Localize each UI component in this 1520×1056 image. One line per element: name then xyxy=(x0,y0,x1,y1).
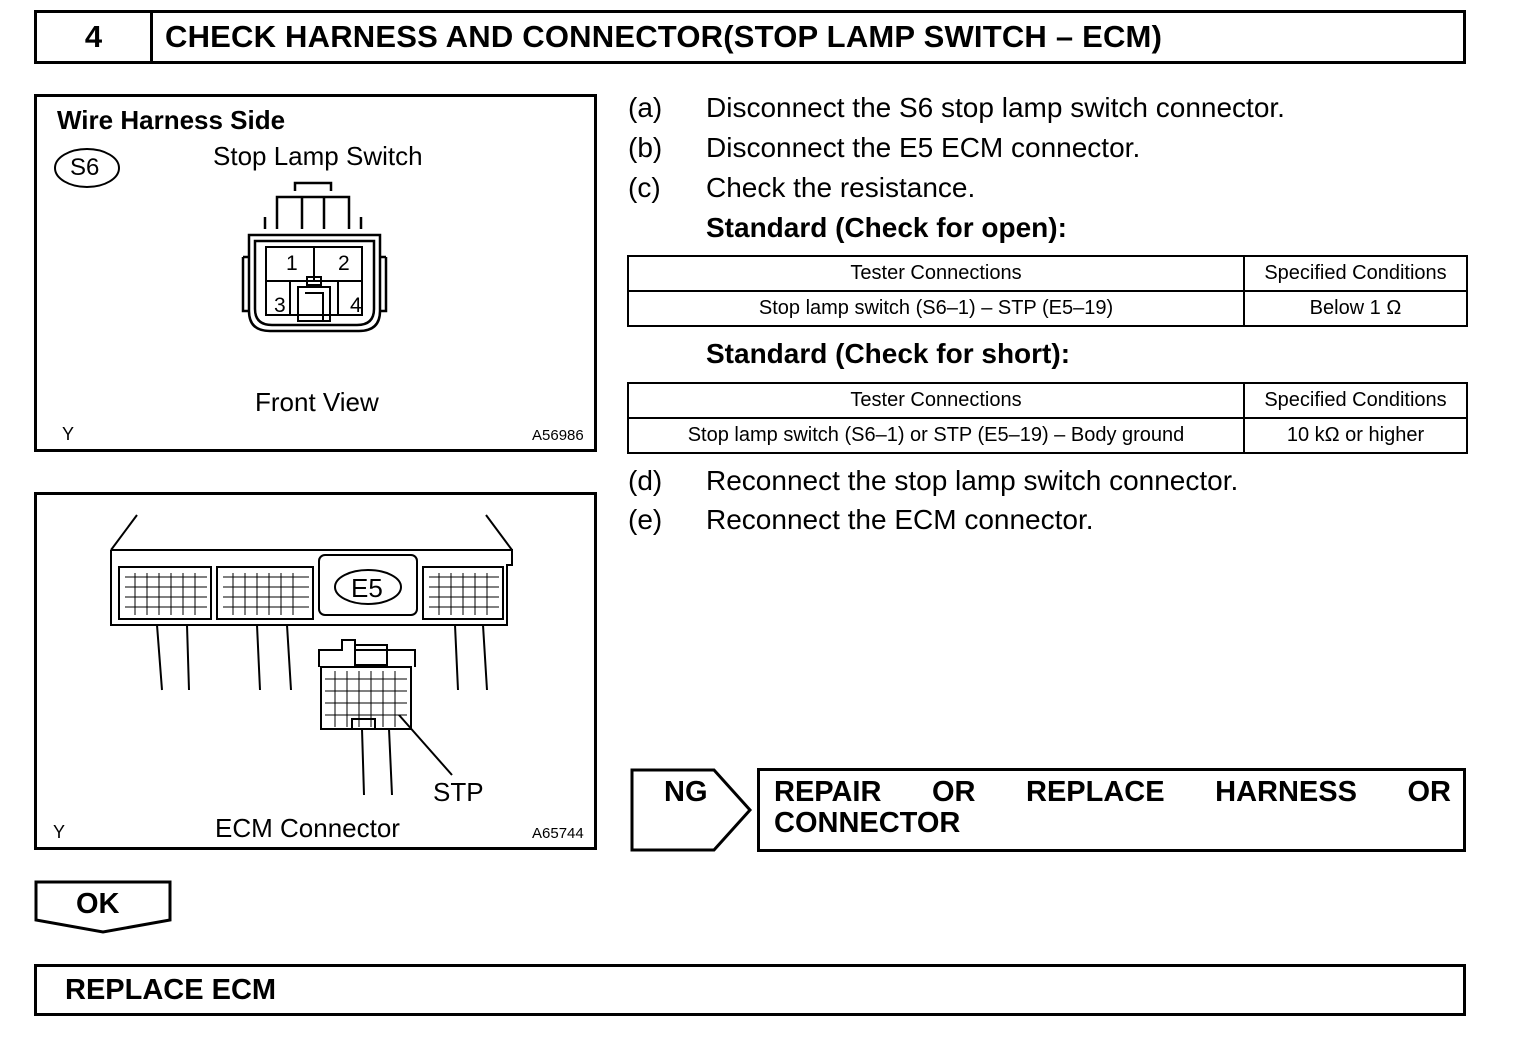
table-row: Stop lamp switch (S6–1) – STP (E5–19) Be… xyxy=(627,290,1468,327)
step-c-text: Check the resistance. xyxy=(706,172,976,203)
step-a: (a) Disconnect the S6 stop lamp switch co… xyxy=(628,92,1285,124)
ecm-connector-caption: ECM Connector xyxy=(215,813,400,843)
table-header-row: Tester Connections Specified Conditions xyxy=(627,382,1468,419)
step-header: 4 CHECK HARNESS AND CONNECTOR(STOP LAMP … xyxy=(34,10,1466,64)
front-view-label: Front View xyxy=(255,387,379,417)
stop-lamp-switch-figure: Wire Harness Side S6 Stop Lamp Switch 1 … xyxy=(34,94,597,452)
table-row: Stop lamp switch (S6–1) or STP (E5–19) –… xyxy=(627,417,1468,454)
table-header-cell: Tester Connections xyxy=(627,255,1245,292)
step-b-label: (b) xyxy=(628,132,663,163)
table-header-cell: Specified Conditions xyxy=(1243,255,1468,292)
table-header-row: Tester Connections Specified Conditions xyxy=(627,255,1468,292)
ng-result-line1: REPAIR OR REPLACE HARNESS OR xyxy=(774,777,1451,808)
stop-lamp-switch-connector-drawing xyxy=(54,148,388,333)
ng-label: NG xyxy=(664,776,708,808)
ng-word: OR xyxy=(931,776,976,808)
step-a-label: (a) xyxy=(628,92,663,123)
ng-word: REPAIR xyxy=(774,776,882,808)
table-cell: Below 1 Ω xyxy=(1243,290,1468,327)
ng-result-line2: CONNECTOR xyxy=(774,807,961,839)
stp-pin-label: STP xyxy=(433,777,484,807)
standard-open-heading: Standard (Check for open): xyxy=(706,212,1067,243)
standard-short-heading: Standard (Check for short): xyxy=(706,338,1071,369)
wire-harness-side-label: Wire Harness Side xyxy=(57,105,286,135)
pin-4-label: 4 xyxy=(350,294,362,317)
pin-1-label: 1 xyxy=(286,252,298,275)
step-e-label: (e) xyxy=(628,504,663,535)
e5-badge: E5 xyxy=(351,573,383,603)
step-number: 4 xyxy=(37,13,153,61)
ng-word: REPLACE xyxy=(1026,776,1165,808)
step-c-label: (c) xyxy=(628,172,661,203)
ng-arrow-shape xyxy=(630,768,753,852)
ok-label: OK xyxy=(76,888,120,920)
figure1-corner-mark: Y xyxy=(62,424,75,444)
step-a-text: Disconnect the S6 stop lamp switch conne… xyxy=(706,92,1285,123)
standard-short-table: Tester Connections Specified Conditions … xyxy=(627,382,1468,454)
stop-lamp-switch-label: Stop Lamp Switch xyxy=(213,141,423,171)
figure2-code: A65744 xyxy=(532,825,584,842)
ng-word: HARNESS xyxy=(1215,776,1357,808)
table-cell: Stop lamp switch (S6–1) – STP (E5–19) xyxy=(627,290,1245,327)
step-d-text: Reconnect the stop lamp switch connector… xyxy=(706,465,1239,496)
s6-badge: S6 xyxy=(70,154,100,181)
standard-open-table: Tester Connections Specified Conditions … xyxy=(627,255,1468,327)
table-cell: Stop lamp switch (S6–1) or STP (E5–19) –… xyxy=(627,417,1245,454)
figure2-corner-mark: Y xyxy=(53,822,66,842)
figure1-code: A56986 xyxy=(532,427,584,444)
ecm-connector-drawing xyxy=(110,514,513,796)
final-action-text: REPLACE ECM xyxy=(65,973,277,1006)
step-title: CHECK HARNESS AND CONNECTOR(STOP LAMP SW… xyxy=(165,19,1163,54)
pin-2-label: 2 xyxy=(338,252,350,275)
ng-arrow: NG xyxy=(630,768,754,852)
ok-arrow-shape xyxy=(34,880,172,934)
ok-arrow: OK xyxy=(34,880,172,936)
table-header-cell: Specified Conditions xyxy=(1243,382,1468,419)
s6-badge-outline xyxy=(54,148,120,188)
step-e-text: Reconnect the ECM connector. xyxy=(706,504,1094,535)
table-header-cell: Tester Connections xyxy=(627,382,1245,419)
step-b: (b) Disconnect the E5 ECM connector. xyxy=(628,132,1140,164)
step-d-label: (d) xyxy=(628,465,663,496)
step-c: (c) Check the resistance. xyxy=(628,172,975,204)
ng-word: OR xyxy=(1407,776,1452,808)
pin-3-label: 3 xyxy=(274,294,286,317)
step-e: (e) Reconnect the ECM connector. xyxy=(628,504,1094,536)
table-cell: 10 kΩ or higher xyxy=(1243,417,1468,454)
step-d: (d) Reconnect the stop lamp switch connec… xyxy=(628,465,1238,497)
ng-result-box: REPAIR OR REPLACE HARNESS OR CONNECTOR xyxy=(757,768,1466,852)
final-action-box: REPLACE ECM xyxy=(34,964,1466,1016)
ecm-connector-figure: E5 STP ECM Connector Y A65744 xyxy=(34,492,597,850)
step-b-text: Disconnect the E5 ECM connector. xyxy=(706,132,1141,163)
